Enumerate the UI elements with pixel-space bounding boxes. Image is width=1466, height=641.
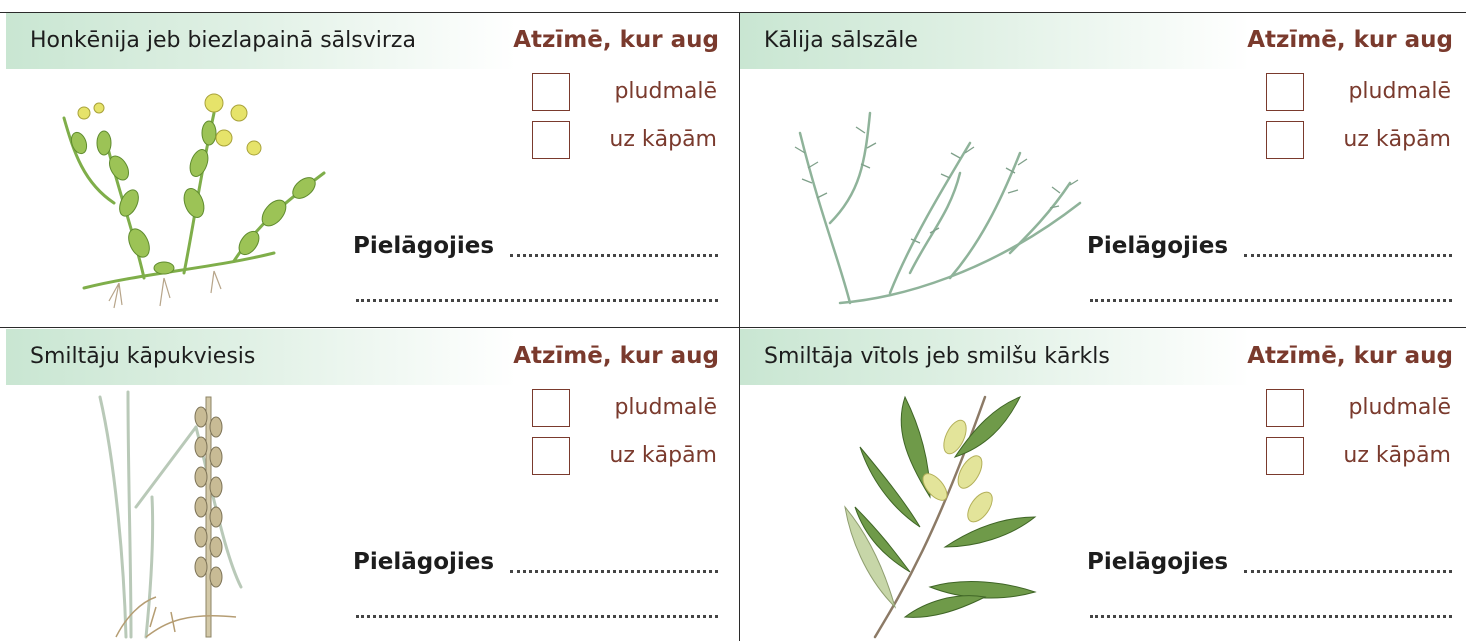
dunes-option-label: uz kāpām	[609, 127, 717, 152]
plant-card-honckenya: Honkēnija jeb biezlapainā sālsvirza Atzī…	[6, 13, 736, 323]
plant-card-sand-willow: Smiltāja vītols jeb smilšu kārkls Atzīmē…	[740, 329, 1466, 639]
title-band	[6, 13, 516, 69]
title-band	[740, 329, 1250, 385]
adaptation-answer-line-1[interactable]	[1244, 254, 1452, 257]
beach-checkbox[interactable]	[1266, 73, 1304, 111]
plant-title: Smiltāja vītols jeb smilšu kārkls	[764, 344, 1110, 369]
beach-option-label: pludmalē	[1348, 79, 1451, 104]
dunes-option-label: uz kāpām	[1343, 127, 1451, 152]
adaptation-answer-line-1[interactable]	[510, 254, 718, 257]
adaptation-answer-line-1[interactable]	[1244, 570, 1452, 573]
dunes-checkbox[interactable]	[532, 437, 570, 475]
beach-option-label: pludmalē	[1348, 395, 1451, 420]
adaptation-answer-line-2[interactable]	[356, 615, 718, 618]
adaptation-label: Pielāgojies	[1087, 233, 1229, 259]
title-band	[740, 13, 1250, 69]
beach-checkbox[interactable]	[532, 389, 570, 427]
divider-vertical	[739, 12, 740, 641]
lyme-grass-illustration	[98, 390, 243, 639]
plant-title: Smiltāju kāpukviesis	[30, 344, 256, 369]
adaptation-answer-line-2[interactable]	[356, 299, 718, 302]
mark-where-grows-label: Atzīmē, kur aug	[513, 343, 719, 369]
beach-option-label: pludmalē	[614, 79, 717, 104]
mark-where-grows-label: Atzīmē, kur aug	[1247, 27, 1453, 53]
sand-willow-illustration	[844, 395, 1037, 639]
plant-title: Honkēnija jeb biezlapainā sālsvirza	[30, 28, 416, 53]
dunes-checkbox[interactable]	[532, 121, 570, 159]
dunes-option-label: uz kāpām	[609, 443, 717, 468]
divider-middle	[0, 327, 1466, 328]
mark-where-grows-label: Atzīmē, kur aug	[1247, 343, 1453, 369]
mark-where-grows-label: Atzīmē, kur aug	[513, 27, 719, 53]
adaptation-answer-line-2[interactable]	[1090, 615, 1452, 618]
honckenya-plant-illustration	[62, 93, 326, 309]
dunes-checkbox[interactable]	[1266, 121, 1304, 159]
adaptation-label: Pielāgojies	[353, 233, 495, 259]
adaptation-label: Pielāgojies	[353, 549, 495, 575]
beach-checkbox[interactable]	[532, 73, 570, 111]
plant-title: Kālija sālszāle	[764, 28, 918, 53]
divider-top	[0, 12, 1466, 13]
beach-checkbox[interactable]	[1266, 389, 1304, 427]
beach-option-label: pludmalē	[614, 395, 717, 420]
adaptation-label: Pielāgojies	[1087, 549, 1229, 575]
dunes-option-label: uz kāpām	[1343, 443, 1451, 468]
title-band	[6, 329, 516, 385]
dunes-checkbox[interactable]	[1266, 437, 1304, 475]
saltwort-plant-illustration	[794, 111, 1082, 305]
adaptation-answer-line-1[interactable]	[510, 570, 718, 573]
plant-card-lyme-grass: Smiltāju kāpukviesis Atzīmē, kur aug plu…	[6, 329, 736, 639]
plant-card-saltwort: Kālija sālszāle Atzīmē, kur aug pludmalē…	[740, 13, 1466, 323]
adaptation-answer-line-2[interactable]	[1090, 299, 1452, 302]
